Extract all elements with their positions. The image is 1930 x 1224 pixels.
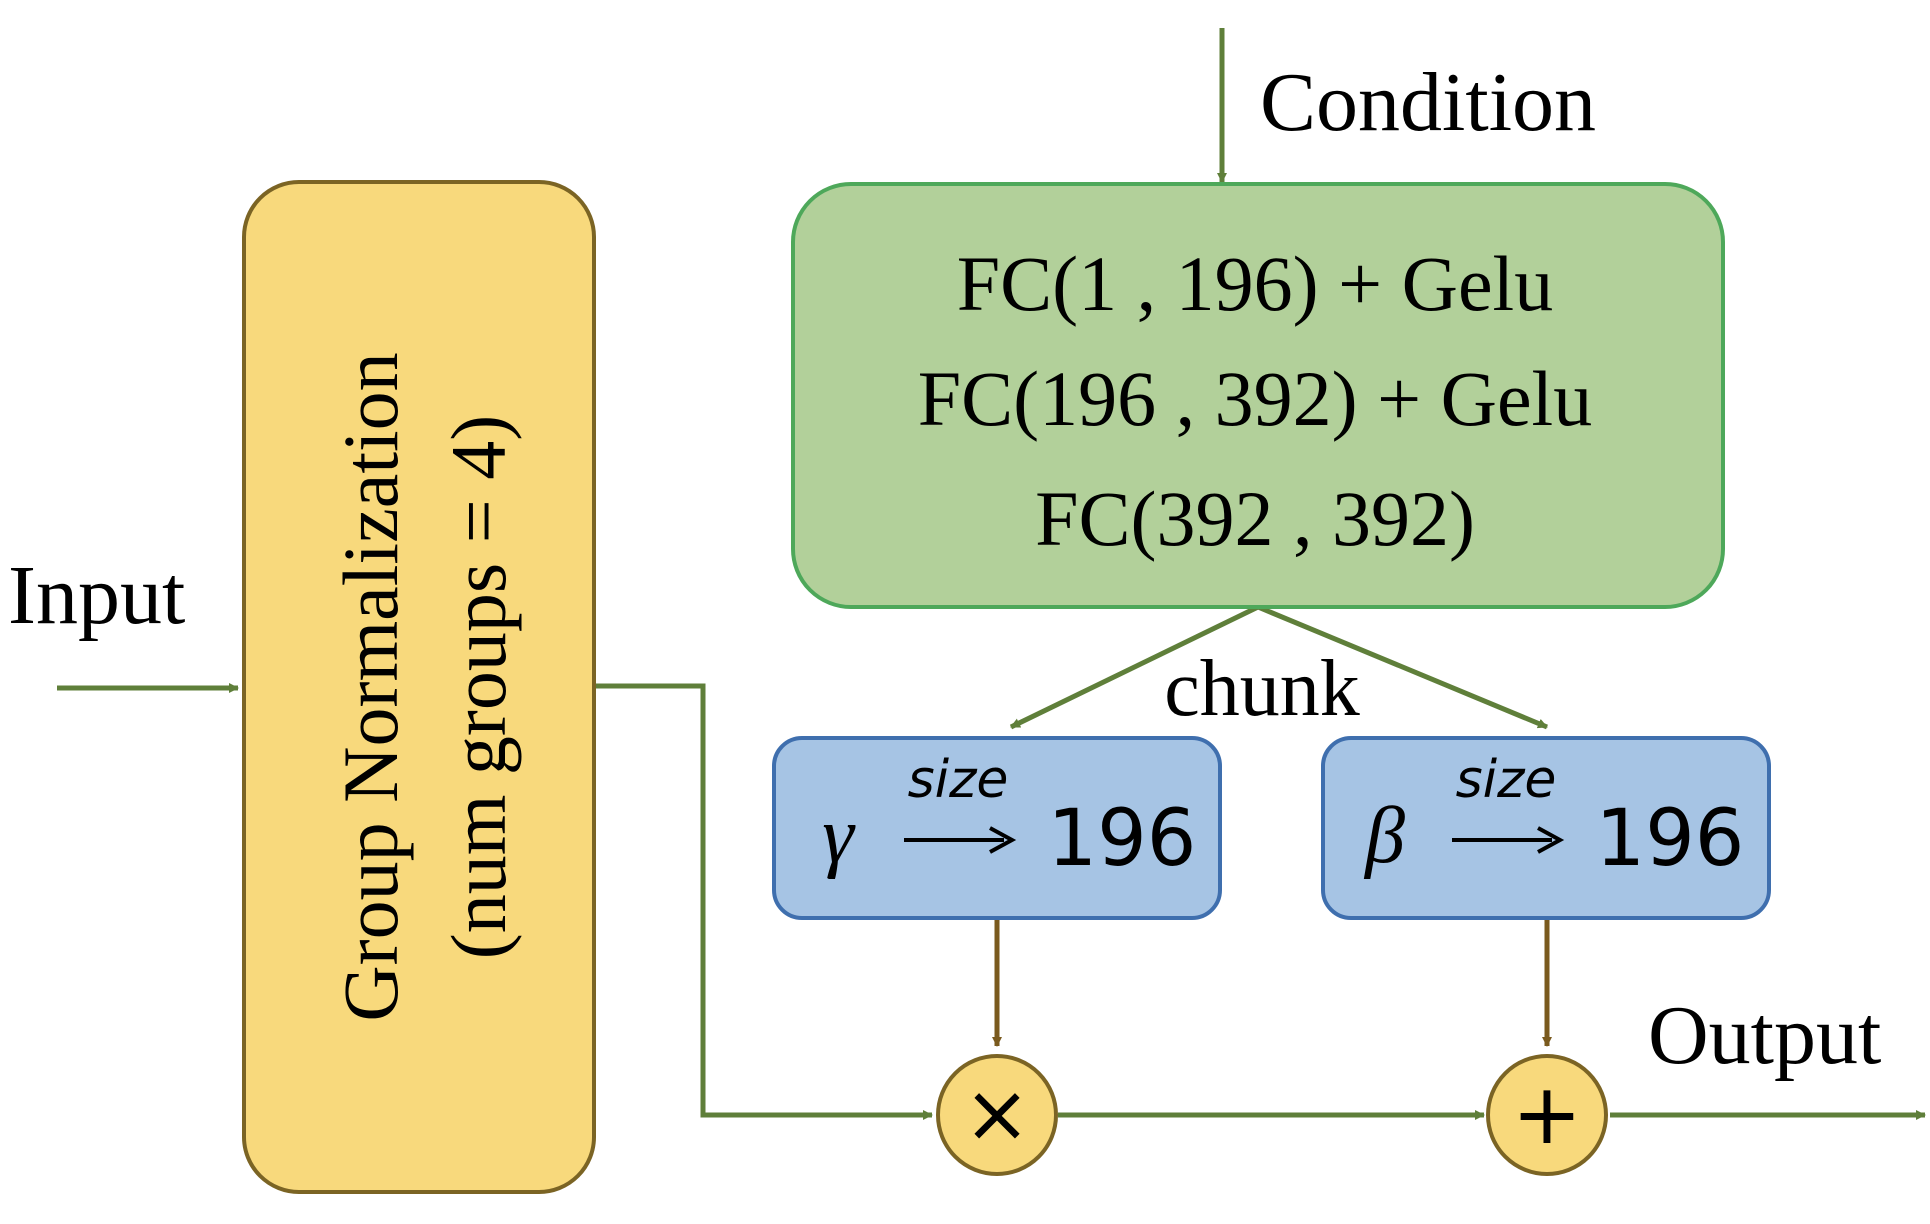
multiply-symbol: × [963, 1067, 1030, 1160]
group-norm-box [242, 180, 596, 1194]
beta-size-label: size [1456, 750, 1557, 810]
fc-line-3: FC(392 , 392) [1035, 475, 1475, 562]
gamma-block: γ size 196 [772, 736, 1222, 920]
condition-label: Condition [1260, 56, 1596, 149]
gamma-box [772, 736, 1222, 920]
gamma-value: 196 [1048, 794, 1197, 884]
norm-to-multiply-arrow [596, 683, 933, 1120]
multiply-circle [936, 1054, 1058, 1176]
chunk-label: chunk [1164, 645, 1360, 733]
chunk-to-beta-arrow [1257, 604, 1548, 730]
fc-line-1: FC(1 , 196) + Gelu [957, 240, 1553, 327]
add-node: + [1486, 1054, 1608, 1176]
add-symbol: + [1512, 1065, 1582, 1163]
group-norm-block: Group Normalization (num groups = 4) [242, 180, 596, 1194]
group-norm-subtitle: (num groups = 4) [435, 415, 522, 959]
output-label: Output [1648, 989, 1881, 1082]
beta-block: β size 196 [1321, 736, 1771, 920]
multiply-node: × [936, 1054, 1058, 1176]
input-label: Input [8, 549, 185, 642]
fc-box [791, 182, 1725, 609]
fc-block: FC(1 , 196) + Gelu FC(196 , 392) + Gelu … [791, 182, 1725, 609]
fc-line-2: FC(196 , 392) + Gelu [918, 355, 1592, 442]
add-circle [1486, 1054, 1608, 1176]
gamma-size-label: size [908, 750, 1009, 810]
gamma-symbol: γ [822, 792, 856, 880]
beta-value: 196 [1596, 794, 1745, 884]
connectors [57, 28, 1926, 1120]
beta-symbol: β [1363, 792, 1405, 880]
beta-size-arrow-head [1537, 826, 1565, 854]
group-norm-title: Group Normalization [327, 352, 414, 1021]
chunk-to-gamma-arrow [1009, 604, 1260, 730]
beta-box [1321, 736, 1771, 920]
gamma-size-arrow-head [989, 826, 1017, 854]
